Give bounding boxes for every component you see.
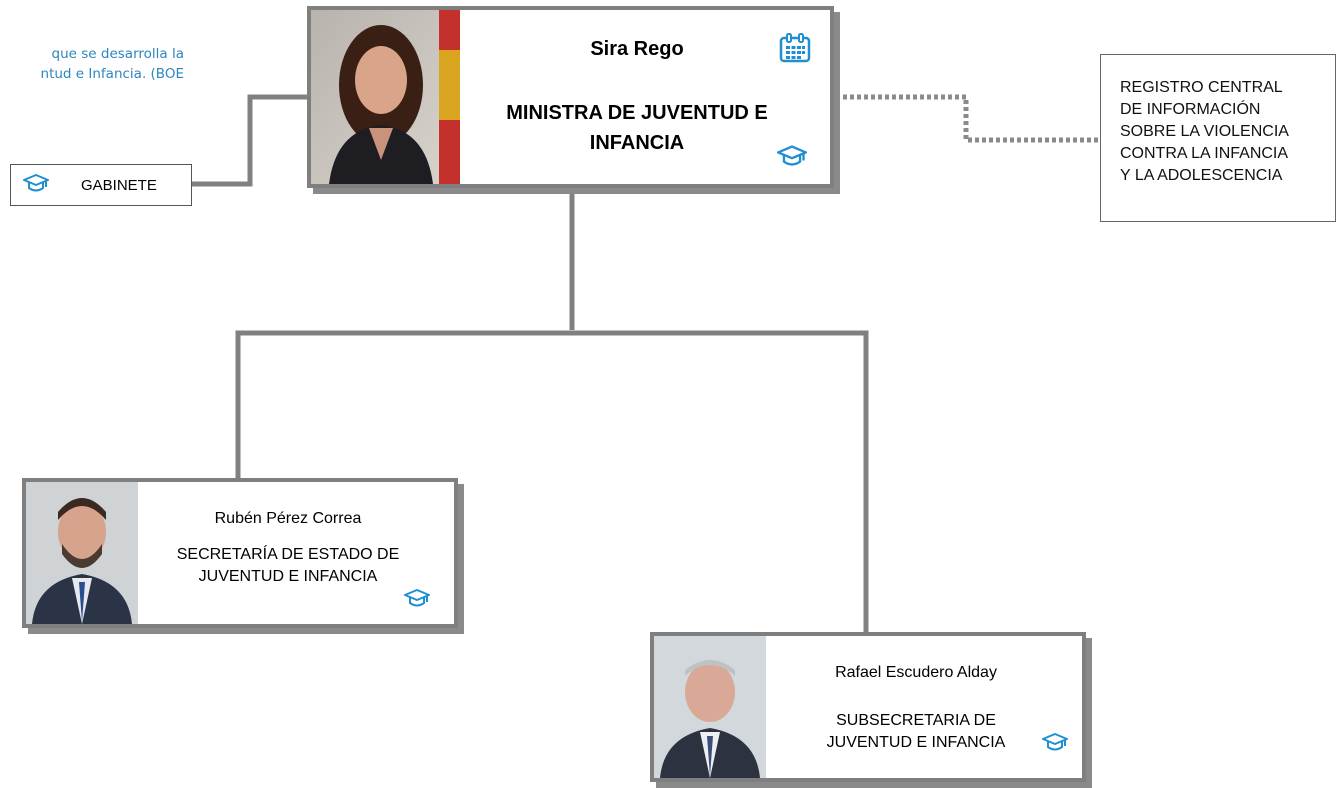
graduation-cap-icon[interactable] — [23, 173, 49, 200]
minister-name: Sira Rego — [590, 38, 684, 60]
registro-line: SOBRE LA VIOLENCIA — [1120, 123, 1289, 140]
calendar-icon[interactable] — [779, 32, 811, 69]
gabinete-box[interactable]: GABINETE — [10, 164, 192, 206]
secretaria-card: Rubén Pérez Correa SECRETARÍA DE ESTADO … — [22, 478, 458, 628]
registro-line: DE INFORMACIÓN — [1120, 101, 1261, 118]
graduation-cap-icon[interactable] — [1042, 732, 1068, 759]
subsecretaria-photo — [654, 636, 766, 778]
secretaria-title-line-1: SECRETARÍA DE ESTADO DE — [176, 546, 400, 563]
minister-card: Sira Rego MINISTRA DE JUVENTUD E INFANCI… — [307, 6, 834, 188]
registro-line: Y LA ADOLESCENCIA — [1120, 167, 1283, 184]
connector-gabinete — [192, 94, 309, 187]
secretaria-title-line-2: JUVENTUD E INFANCIA — [198, 568, 378, 585]
intro-line-1: que se desarrolla la — [51, 46, 184, 62]
minister-title-line-2: INFANCIA — [589, 132, 685, 154]
connector-branch — [235, 330, 869, 632]
subsecretaria-name: Rafael Escudero Alday — [835, 664, 997, 681]
graduation-cap-icon[interactable] — [777, 144, 807, 175]
subsecretaria-card: Rafael Escudero Alday SUBSECRETARIA DE J… — [650, 632, 1086, 782]
registro-text: REGISTRO CENTRAL DE INFORMACIÓN SOBRE LA… — [1120, 77, 1289, 187]
intro-text: que se desarrolla la ntud e Infancia. (B… — [0, 44, 184, 84]
gabinete-label[interactable]: GABINETE — [81, 177, 157, 194]
registro-line: REGISTRO CENTRAL — [1120, 79, 1283, 96]
intro-line-2: ntud e Infancia. (BOE — [40, 66, 184, 82]
registro-line: CONTRA LA INFANCIA — [1120, 145, 1289, 162]
minister-photo — [311, 10, 460, 184]
minister-title-line-1: MINISTRA DE JUVENTUD E — [506, 102, 768, 124]
minister-title: MINISTRA DE JUVENTUD E INFANCIA — [461, 98, 813, 158]
connector-registro-dotted — [836, 94, 1100, 143]
secretaria-name: Rubén Pérez Correa — [214, 510, 362, 527]
subsecretaria-title-line-2: JUVENTUD E INFANCIA — [826, 734, 1006, 751]
registro-box[interactable]: REGISTRO CENTRAL DE INFORMACIÓN SOBRE LA… — [1100, 54, 1336, 222]
subsecretaria-title-line-1: SUBSECRETARIA DE — [836, 712, 996, 729]
graduation-cap-icon[interactable] — [404, 588, 430, 615]
secretaria-title: SECRETARÍA DE ESTADO DE JUVENTUD E INFAN… — [138, 544, 438, 588]
subsecretaria-title: SUBSECRETARIA DE JUVENTUD E INFANCIA — [766, 710, 1066, 754]
secretaria-photo — [26, 482, 138, 624]
